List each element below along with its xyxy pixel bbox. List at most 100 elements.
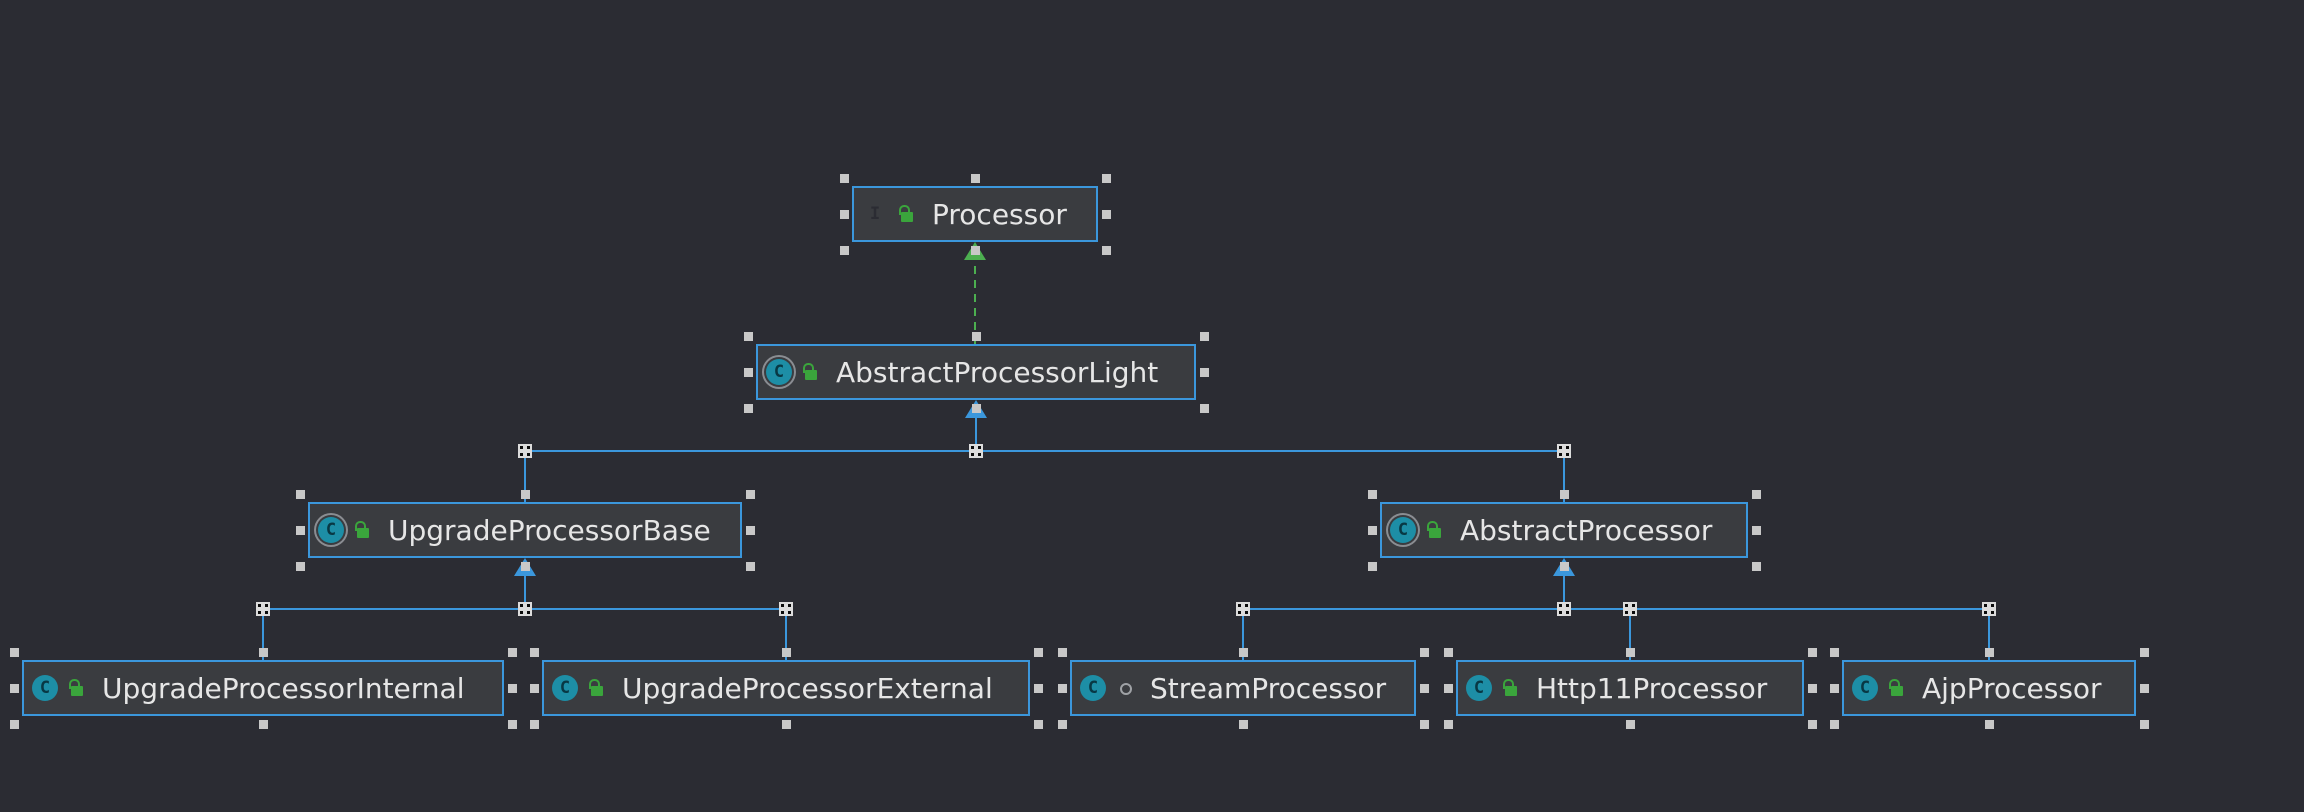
selection-handle[interactable]: [259, 720, 268, 729]
selection-handle[interactable]: [508, 648, 517, 657]
selection-handle[interactable]: [530, 648, 539, 657]
node-label: Http11Processor: [1536, 671, 1768, 705]
selection-handle[interactable]: [1560, 562, 1569, 571]
selection-handle[interactable]: [972, 332, 981, 341]
selection-handle[interactable]: [744, 368, 753, 377]
selection-handle[interactable]: [971, 246, 980, 255]
selection-handle[interactable]: [1420, 684, 1429, 693]
node-stream-processor[interactable]: C StreamProcessor: [1070, 660, 1416, 716]
selection-handle[interactable]: [744, 332, 753, 341]
selection-handle[interactable]: [1808, 684, 1817, 693]
selection-handle[interactable]: [1420, 720, 1429, 729]
selection-handle[interactable]: [10, 720, 19, 729]
selection-handle[interactable]: [1752, 562, 1761, 571]
edge-bend-point[interactable]: [518, 444, 532, 458]
selection-handle[interactable]: [1200, 368, 1209, 377]
selection-handle[interactable]: [1102, 246, 1111, 255]
edge-bend-point[interactable]: [1982, 602, 1996, 616]
selection-handle[interactable]: [840, 210, 849, 219]
selection-handle[interactable]: [530, 684, 539, 693]
selection-handle[interactable]: [1034, 720, 1043, 729]
selection-handle[interactable]: [2140, 648, 2149, 657]
edge-bend-point[interactable]: [1557, 444, 1571, 458]
selection-handle[interactable]: [746, 526, 755, 535]
selection-handle[interactable]: [840, 174, 849, 183]
selection-handle[interactable]: [782, 648, 791, 657]
edge-bend-point[interactable]: [256, 602, 270, 616]
selection-handle[interactable]: [521, 562, 530, 571]
selection-handle[interactable]: [1808, 648, 1817, 657]
selection-handle[interactable]: [1102, 174, 1111, 183]
selection-handle[interactable]: [1808, 720, 1817, 729]
class-icon: C: [32, 675, 58, 701]
selection-handle[interactable]: [1239, 720, 1248, 729]
selection-handle[interactable]: [10, 648, 19, 657]
selection-handle[interactable]: [1034, 648, 1043, 657]
selection-handle[interactable]: [1626, 648, 1635, 657]
selection-handle[interactable]: [840, 246, 849, 255]
edge-bend-point[interactable]: [1623, 602, 1637, 616]
node-upgrade-processor-external[interactable]: C UpgradeProcessorExternal: [542, 660, 1030, 716]
selection-handle[interactable]: [1058, 684, 1067, 693]
node-upgrade-processor-internal[interactable]: C UpgradeProcessorInternal: [22, 660, 504, 716]
selection-handle[interactable]: [1830, 684, 1839, 693]
selection-handle[interactable]: [1368, 526, 1377, 535]
selection-handle[interactable]: [530, 720, 539, 729]
node-abstract-processor-light[interactable]: C AbstractProcessorLight: [756, 344, 1196, 400]
selection-handle[interactable]: [971, 174, 980, 183]
selection-handle[interactable]: [1444, 648, 1453, 657]
selection-handle[interactable]: [972, 404, 981, 413]
selection-handle[interactable]: [296, 490, 305, 499]
selection-handle[interactable]: [2140, 684, 2149, 693]
edge-bend-point[interactable]: [518, 602, 532, 616]
edge-bend-point[interactable]: [779, 602, 793, 616]
selection-handle[interactable]: [521, 490, 530, 499]
edge-bend-point[interactable]: [1557, 602, 1571, 616]
selection-handle[interactable]: [508, 684, 517, 693]
selection-handle[interactable]: [1752, 526, 1761, 535]
node-http11-processor[interactable]: C Http11Processor: [1456, 660, 1804, 716]
selection-handle[interactable]: [746, 562, 755, 571]
selection-handle[interactable]: [1368, 490, 1377, 499]
node-label: AbstractProcessorLight: [836, 355, 1159, 389]
node-label: UpgradeProcessorBase: [388, 513, 711, 547]
selection-handle[interactable]: [1058, 648, 1067, 657]
selection-handle[interactable]: [782, 720, 791, 729]
selection-handle[interactable]: [1368, 562, 1377, 571]
node-upgrade-processor-base[interactable]: C UpgradeProcessorBase: [308, 502, 742, 558]
selection-handle[interactable]: [259, 648, 268, 657]
selection-handle[interactable]: [2140, 720, 2149, 729]
selection-handle[interactable]: [1830, 648, 1839, 657]
selection-handle[interactable]: [1420, 648, 1429, 657]
selection-handle[interactable]: [1985, 648, 1994, 657]
selection-handle[interactable]: [1830, 720, 1839, 729]
selection-handle[interactable]: [1444, 684, 1453, 693]
selection-handle[interactable]: [296, 526, 305, 535]
selection-handle[interactable]: [1102, 210, 1111, 219]
selection-handle[interactable]: [1239, 648, 1248, 657]
selection-handle[interactable]: [1626, 720, 1635, 729]
public-visibility-icon: [1424, 519, 1446, 541]
selection-handle[interactable]: [1034, 684, 1043, 693]
node-processor[interactable]: I Processor: [852, 186, 1098, 242]
selection-handle[interactable]: [10, 684, 19, 693]
class-icon: C: [1080, 675, 1106, 701]
selection-handle[interactable]: [1752, 490, 1761, 499]
selection-handle[interactable]: [744, 404, 753, 413]
selection-handle[interactable]: [1985, 720, 1994, 729]
selection-handle[interactable]: [1444, 720, 1453, 729]
public-visibility-icon: [896, 203, 918, 225]
node-label: Processor: [932, 197, 1067, 231]
selection-handle[interactable]: [746, 490, 755, 499]
edge-bend-point[interactable]: [969, 444, 983, 458]
selection-handle[interactable]: [1058, 720, 1067, 729]
node-ajp-processor[interactable]: C AjpProcessor: [1842, 660, 2136, 716]
selection-handle[interactable]: [1560, 490, 1569, 499]
node-abstract-processor[interactable]: C AbstractProcessor: [1380, 502, 1748, 558]
selection-handle[interactable]: [1200, 332, 1209, 341]
selection-handle[interactable]: [296, 562, 305, 571]
edge-bend-point[interactable]: [1236, 602, 1250, 616]
selection-handle[interactable]: [1200, 404, 1209, 413]
selection-handle[interactable]: [508, 720, 517, 729]
